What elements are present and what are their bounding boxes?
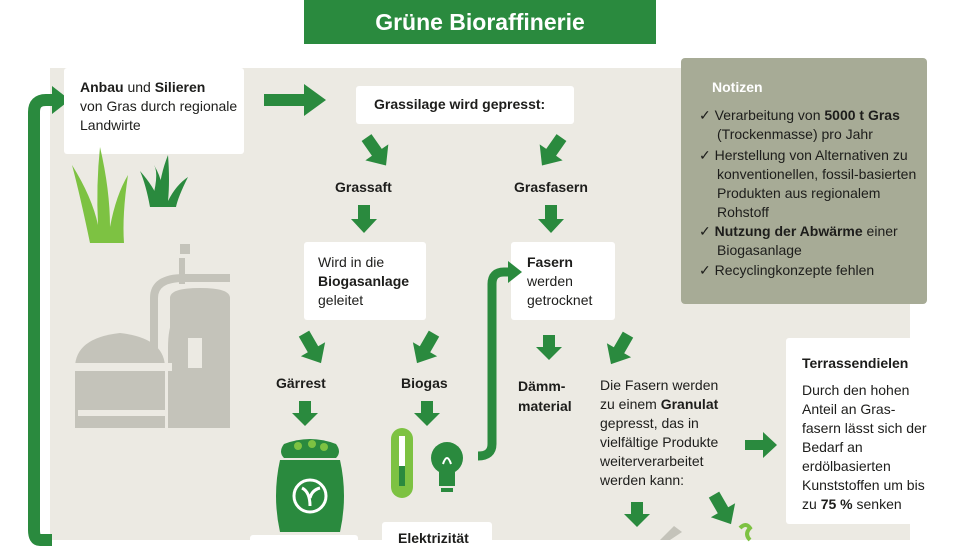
daemm-line2: material [518, 398, 572, 414]
note-2-text: Herstellung von Alternativen zu konventi… [714, 147, 917, 220]
farming-text: von Gras durch regionale Landwirte [80, 98, 238, 133]
arrow-to-granulat [606, 331, 634, 365]
farming-bold-silieren: Silieren [154, 79, 206, 95]
terrassen-pre: Durch den hohen Anteil an Gras-fasern lä… [802, 382, 927, 512]
grassaft-label: Grassaft [335, 179, 392, 195]
elektrizitaet-label: Elektrizität [398, 530, 469, 546]
return-loop-arrow [28, 86, 70, 546]
fasern-bold: Fasern [527, 254, 573, 270]
arrow-to-press [264, 84, 326, 116]
arrow-granulat-diag [708, 491, 736, 525]
fasern-text: werden getrocknet [527, 273, 593, 308]
biogas-pre: Wird in die [318, 254, 385, 270]
note-3-bold: Nutzung der Abwärme [714, 223, 863, 239]
page-title: Grüne Bioraffinerie [304, 0, 656, 44]
biogas-bold: Biogasanlage [318, 273, 410, 289]
fertilizer-sack-icon [276, 439, 344, 532]
note-item-4: ✓ Recyclingkonzepte fehlen [699, 261, 937, 280]
check-icon: ✓ [699, 262, 711, 278]
note-3-post: einer Biogasanlage [717, 223, 898, 258]
notes-title: Notizen [712, 79, 763, 95]
granulat-text: Die Fasern werden zu einem Granulat gepr… [600, 376, 736, 490]
biogas-label: Biogas [401, 375, 448, 391]
biogas-post: geleitet [318, 292, 364, 308]
granulat-post: gepresst, das in vielfältige Produkte we… [600, 415, 719, 488]
farming-und: und [123, 79, 155, 95]
note-item-1: ✓ Verarbeitung von 5000 t Gras (Trockenm… [699, 106, 937, 144]
bottom-card-left [250, 535, 358, 545]
note-1-pre: Verarbeitung von [714, 107, 825, 123]
check-icon: ✓ [699, 223, 711, 239]
terrassen-bold: 75 % [820, 496, 853, 512]
arrow-granulat-down [624, 502, 650, 527]
grasfasern-label: Grasfasern [514, 179, 588, 195]
arrow-to-gaerrest [298, 330, 326, 364]
note-item-3: ✓ Nutzung der Abwärme einer Biogasanlage [699, 222, 937, 260]
thermometer-icon [391, 428, 413, 498]
note-1-post: (Trockenmasse) pro Jahr [717, 126, 873, 142]
check-icon: ✓ [699, 107, 711, 123]
note-4-text: Recyclingkonzepte fehlen [714, 262, 875, 278]
press-label: Grassilage wird gepresst: [374, 96, 546, 112]
arrow-down-1 [351, 205, 377, 233]
elektrizitaet-card: Elektrizität [382, 522, 492, 552]
farming-bold-anbau: Anbau [80, 79, 124, 95]
arrow-to-grassaft [361, 134, 389, 166]
arrow-to-daemm [536, 335, 562, 360]
fasern-card: Fasern werden getrocknet [511, 242, 615, 320]
arrow-to-grasfasern [539, 134, 567, 166]
arrow-to-biogas [412, 330, 440, 364]
gaerrest-label: Gärrest [276, 375, 326, 391]
arrow-down-biogas [414, 401, 440, 426]
biogasanlage-card: Wird in die Biogasanlage geleitet [304, 242, 426, 320]
lightbulb-icon [431, 442, 463, 492]
farming-card: Anbau und Silieren von Gras durch region… [64, 68, 244, 154]
arrow-down-2 [538, 205, 564, 233]
terrassen-title: Terrassendielen [802, 355, 909, 371]
terrassen-card: Terrassendielen Durch den hohen Anteil a… [786, 338, 936, 524]
granulat-bold: Granulat [660, 396, 719, 412]
bottom-product-icons [660, 523, 753, 542]
granulat-pre: Die Fasern werden zu einem [600, 377, 719, 412]
note-item-2: ✓ Herstellung von Alternativen zu konven… [699, 146, 927, 222]
notes-box: Notizen ✓ Verarbeitung von 5000 t Gras (… [681, 58, 927, 304]
press-box: Grassilage wird gepresst: [356, 86, 574, 124]
terrassen-post: senken [852, 496, 902, 512]
check-icon: ✓ [699, 147, 711, 163]
arrow-to-terrassen [745, 432, 777, 458]
daemm-line1: Dämm- [518, 378, 566, 394]
daemm-label: Dämm- material [518, 376, 572, 416]
grass-icon [72, 147, 188, 243]
arrow-down-gaerrest [292, 401, 318, 426]
note-1-bold: 5000 t Gras [824, 107, 900, 123]
terrassen-text: Durch den hohen Anteil an Gras-fasern lä… [802, 381, 930, 514]
energy-loop-arrow [477, 261, 522, 461]
biogas-plant-icon [72, 244, 230, 428]
